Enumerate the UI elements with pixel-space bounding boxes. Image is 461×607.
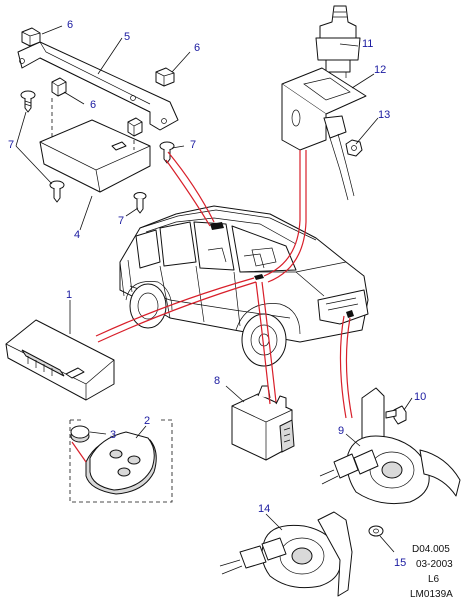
callout-11: 11 xyxy=(362,38,373,50)
remote-battery xyxy=(70,425,90,443)
callout-4: 4 xyxy=(74,229,80,241)
switch-bracket xyxy=(281,67,367,151)
screw-a xyxy=(20,90,36,113)
callout-6-top: 6 xyxy=(67,19,73,31)
horn-lower xyxy=(219,511,353,597)
reference-model: L6 xyxy=(428,574,440,585)
screw-b xyxy=(49,180,65,203)
alarm-control-unit xyxy=(5,319,115,401)
callout-5: 5 xyxy=(124,31,130,43)
reference-date: 03-2003 xyxy=(416,559,453,570)
clip-d xyxy=(127,117,143,137)
callout-6-right: 6 xyxy=(194,42,200,54)
leader-lines xyxy=(15,25,413,553)
callout-7-left: 7 xyxy=(8,139,14,151)
mounting-bracket xyxy=(17,41,179,131)
reference-illustration-id: LM0139A xyxy=(410,589,453,600)
screw-d xyxy=(133,192,147,214)
callout-labels: 6 5 6 6 7 7 7 4 11 12 13 1 2 3 8 10 9 14… xyxy=(8,19,426,569)
bonnet-switch xyxy=(315,5,361,78)
screw-c xyxy=(159,141,175,164)
horn-relay-module xyxy=(231,385,295,461)
clip-a xyxy=(21,27,41,47)
callout-2: 2 xyxy=(144,415,150,427)
clip-b xyxy=(155,67,175,87)
callout-10: 10 xyxy=(414,391,426,403)
callout-8: 8 xyxy=(214,375,220,387)
callout-9: 9 xyxy=(338,425,344,437)
callout-6-mid: 6 xyxy=(90,99,96,111)
nut xyxy=(345,139,363,157)
callout-1: 1 xyxy=(66,289,72,301)
clip-c xyxy=(51,77,67,97)
callout-15: 15 xyxy=(394,557,406,569)
wiring-harness xyxy=(71,150,353,463)
callout-7-lower: 7 xyxy=(118,215,124,227)
bracket-connector xyxy=(323,115,355,201)
reference-block: D04.005 03-2003 L6 LM0139A xyxy=(410,544,453,600)
control-module xyxy=(39,98,151,193)
callout-13: 13 xyxy=(378,109,390,121)
reference-code: D04.005 xyxy=(412,544,450,555)
remote-key-fob xyxy=(85,431,157,495)
horn-upper xyxy=(319,387,461,505)
washer xyxy=(368,525,384,537)
callout-3: 3 xyxy=(110,429,116,441)
remote-group-frame xyxy=(69,419,173,503)
callout-12: 12 xyxy=(374,64,386,76)
bolt xyxy=(385,405,407,425)
vehicle xyxy=(119,205,369,367)
callout-14: 14 xyxy=(258,503,270,515)
callout-7-right: 7 xyxy=(190,139,196,151)
